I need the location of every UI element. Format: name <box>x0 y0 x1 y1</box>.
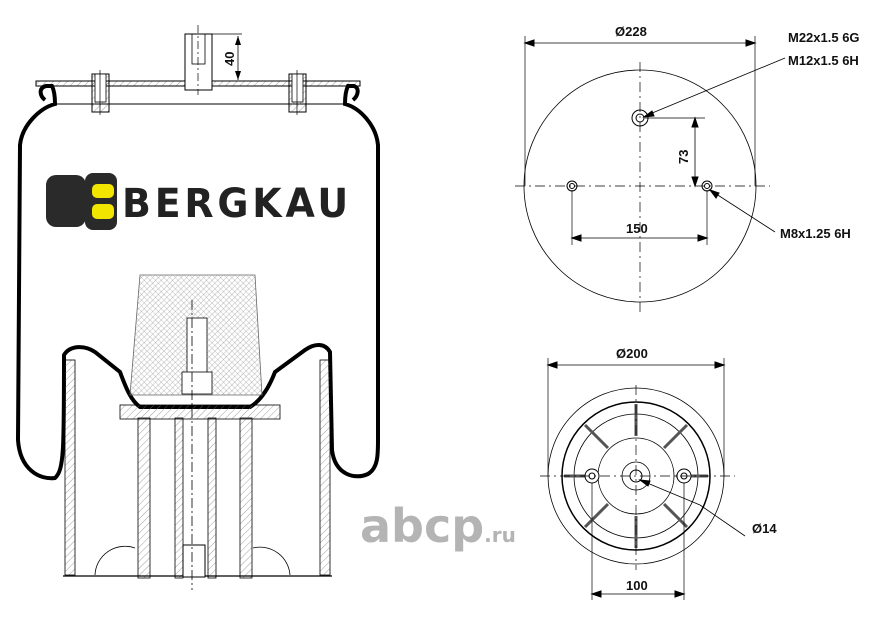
center-stud <box>184 33 213 91</box>
thread-center-2: M12x1.5 6H <box>788 53 859 68</box>
brand-logo: BERGKAU <box>46 173 352 230</box>
dim-top-diameter: Ø228 <box>615 24 647 39</box>
dim-offset: 73 <box>676 150 691 164</box>
dim-bottom-diameter: Ø200 <box>616 346 648 361</box>
piston <box>63 300 332 590</box>
dim-bottom-bolt-spacing: 100 <box>626 578 648 593</box>
bottom-view <box>540 358 746 600</box>
dim-stud-height: 40 <box>222 52 237 66</box>
watermark-suffix: .ru <box>484 523 516 547</box>
brand-logo-text: BERGKAU <box>122 181 352 227</box>
watermark-text: abcp <box>360 499 484 553</box>
bolt-left <box>91 70 110 115</box>
top-view <box>515 36 786 312</box>
thread-center-1: M22x1.5 6G <box>788 30 860 45</box>
watermark: abcp.ru <box>360 499 516 553</box>
bolt-right <box>288 70 307 115</box>
dim-top-bolt-spacing: 150 <box>626 221 648 236</box>
thread-bolts: M8x1.25 6H <box>780 226 851 241</box>
side-view: 40 BERGKAU <box>15 25 380 590</box>
dim-hole: Ø14 <box>752 521 777 536</box>
